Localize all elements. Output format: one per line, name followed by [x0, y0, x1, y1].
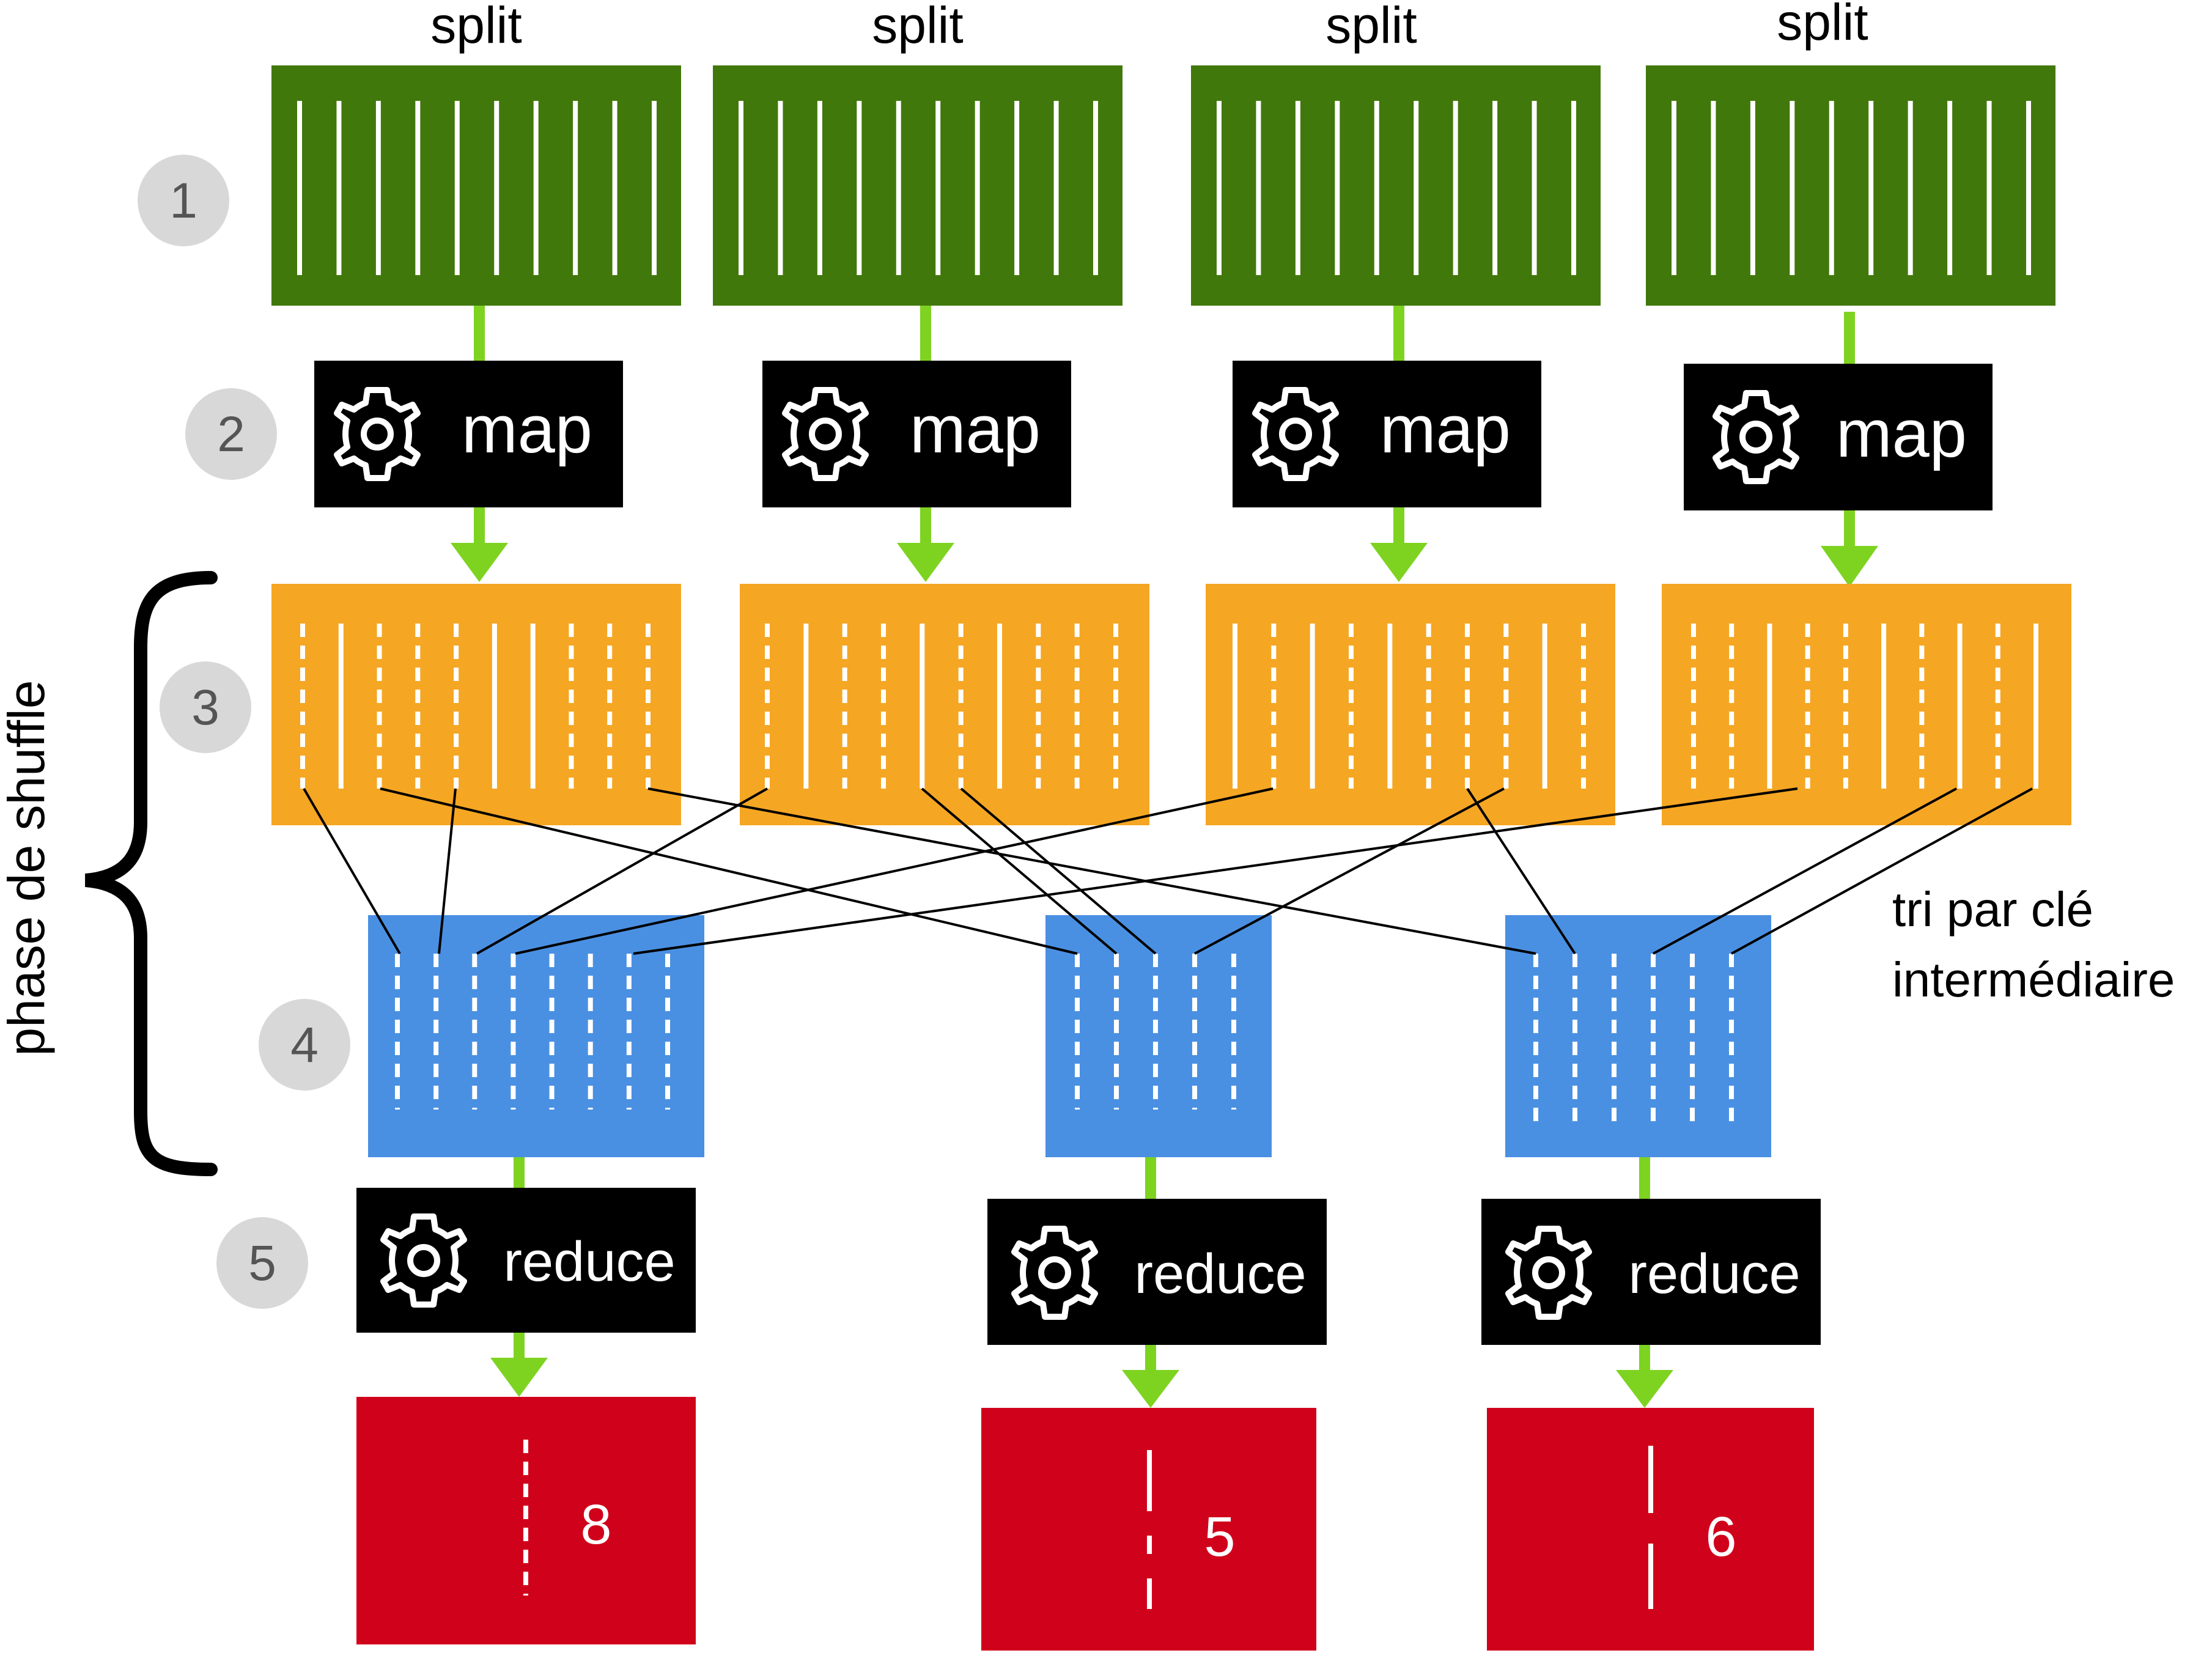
shuffle-line: [633, 787, 1798, 955]
shuffle-line: [476, 787, 768, 955]
split-to-map-connector: [474, 306, 485, 361]
step-marker: 1: [138, 155, 229, 246]
svg-text:3: 3: [191, 680, 219, 735]
sort-annotation-line1: tri par clé: [1892, 882, 2093, 937]
sort-annotation-line2: intermédiaire: [1892, 952, 2175, 1007]
shuffle-connectors: [303, 787, 2033, 955]
intermediate-block: [1662, 584, 2071, 825]
sorted-block: [1505, 915, 1771, 1157]
reduce-task: reduce: [356, 1188, 696, 1333]
intermediate-block: [1206, 584, 1615, 825]
map-task: map: [1684, 364, 1993, 510]
output-block: 5: [981, 1408, 1316, 1651]
shuffle-line: [1731, 787, 2033, 955]
shuffle-line: [1194, 787, 1505, 955]
svg-text:map: map: [462, 392, 592, 467]
split-label: split: [1325, 0, 1417, 54]
sorted-blocks: [368, 915, 1771, 1157]
map-to-intermediate-arrow: [897, 507, 954, 582]
reduce-to-output-arrow: [490, 1333, 548, 1397]
svg-text:map: map: [1380, 392, 1511, 467]
step-marker: 5: [216, 1217, 308, 1309]
output-count: 6: [1705, 1506, 1736, 1568]
sorted-to-reduce-connector: [514, 1157, 525, 1188]
split-labels: split split split split: [430, 0, 1868, 54]
svg-text:1: 1: [169, 173, 197, 229]
reduce-to-output-arrow: [1616, 1345, 1673, 1408]
intermediate-block: [271, 584, 681, 825]
split-to-map-connector: [920, 306, 931, 361]
shuffle-line: [303, 787, 401, 955]
output-block: 6: [1487, 1408, 1814, 1651]
split-blocks: [271, 65, 2055, 306]
shuffle-line: [960, 787, 1157, 955]
map-task: map: [314, 361, 623, 507]
svg-text:map: map: [1836, 396, 1967, 471]
step-markers: 1 2 3 4 5: [138, 155, 350, 1309]
map-to-intermediate-arrow: [451, 507, 508, 582]
intermediate-block: [740, 584, 1149, 825]
split-label: split: [430, 0, 522, 54]
svg-text:4: 4: [290, 1017, 319, 1073]
split-block: [713, 65, 1123, 306]
step-marker: 3: [160, 661, 251, 753]
split-block: [1191, 65, 1601, 306]
map-tasks: map map map map: [314, 361, 1993, 510]
shuffle-line: [380, 787, 1078, 955]
reduce-tasks: reduce reduce reduce: [356, 1188, 1821, 1345]
shuffle-line: [1466, 787, 1576, 955]
reduce-task: reduce: [1481, 1199, 1821, 1345]
sorted-to-reduce-connector: [1145, 1157, 1156, 1199]
shuffle-line: [438, 788, 457, 954]
reduce-task: reduce: [987, 1199, 1327, 1345]
split-to-map-connector: [1393, 306, 1404, 361]
svg-text:reduce: reduce: [1134, 1243, 1306, 1305]
output-count: 5: [1204, 1506, 1235, 1568]
reduce-to-output-arrow: [1122, 1345, 1179, 1408]
step-marker: 2: [185, 388, 277, 480]
svg-text:5: 5: [248, 1235, 276, 1291]
svg-text:reduce: reduce: [503, 1231, 675, 1293]
split-label: split: [872, 0, 963, 54]
svg-text:map: map: [910, 392, 1041, 467]
split-to-map-connector: [1844, 312, 1855, 364]
output-count: 8: [580, 1493, 611, 1556]
flow-arrows: [451, 306, 1878, 1408]
sorted-block: [1045, 915, 1272, 1157]
intermediate-blocks: [271, 584, 2071, 825]
svg-text:2: 2: [217, 407, 245, 462]
split-label: split: [1777, 0, 1868, 51]
shuffle-line: [921, 787, 1118, 955]
map-to-intermediate-arrow: [1821, 510, 1878, 587]
sorted-block: [368, 915, 704, 1157]
map-task: map: [762, 361, 1071, 507]
shuffle-line: [1653, 787, 1957, 955]
step-marker: 4: [259, 999, 350, 1091]
output-block: 8: [356, 1397, 696, 1644]
sorted-to-reduce-connector: [1639, 1157, 1650, 1199]
split-block: [271, 65, 681, 306]
svg-text:reduce: reduce: [1628, 1243, 1800, 1305]
shuffle-phase-label: phase de shuffle: [0, 680, 55, 1056]
map-to-intermediate-arrow: [1370, 507, 1428, 582]
map-task: map: [1233, 361, 1541, 507]
output-blocks: 8 5 6: [356, 1397, 1814, 1651]
shuffle-brace: [84, 571, 218, 1176]
shuffle-line: [515, 787, 1274, 955]
shuffle-line: [647, 787, 1536, 955]
split-block: [1646, 65, 2055, 306]
